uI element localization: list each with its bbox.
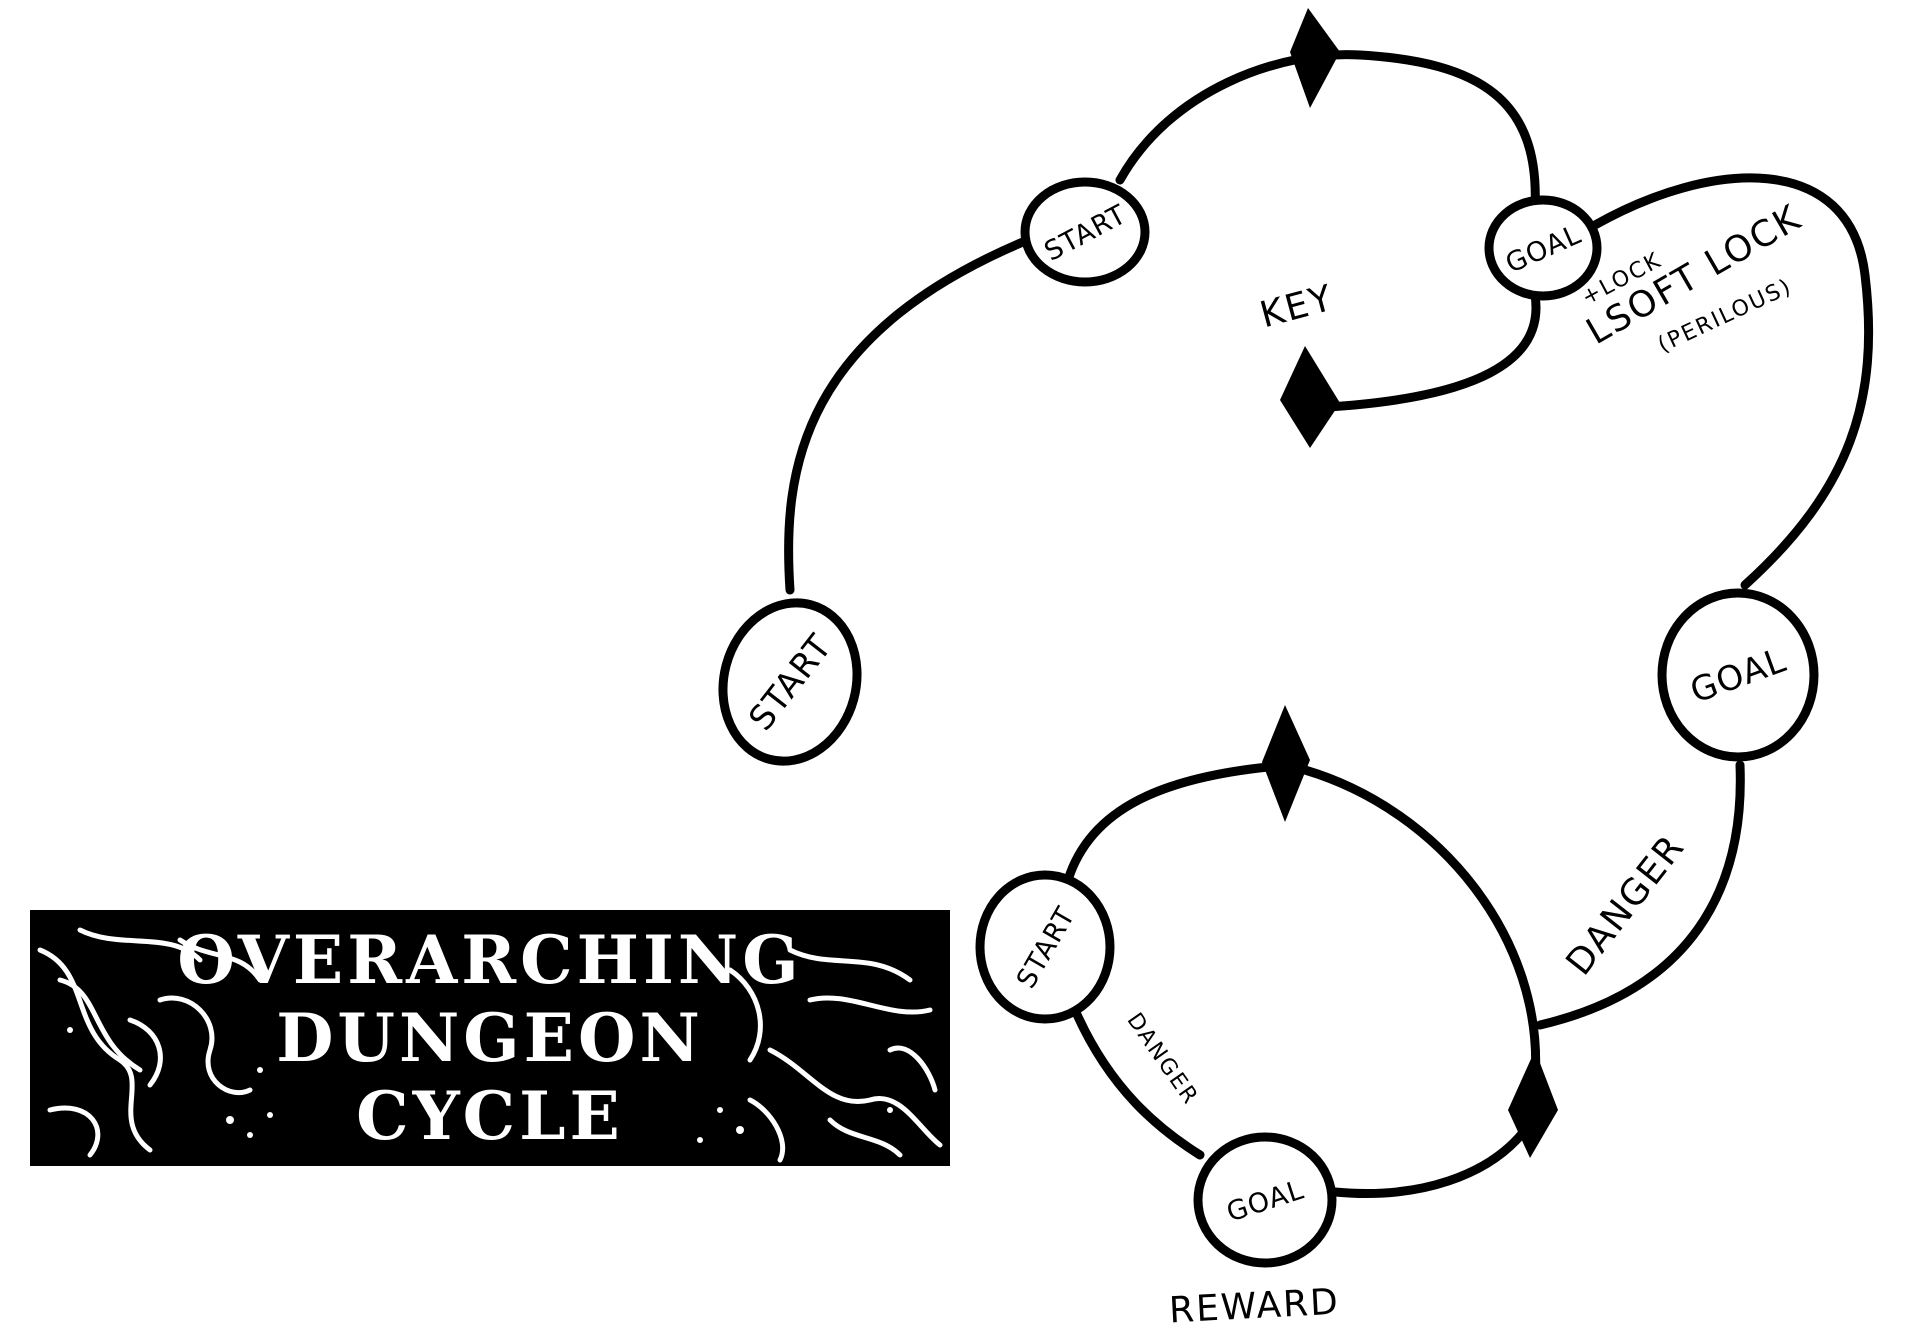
annotation-key: KEY — [1256, 277, 1338, 336]
diagram-node-start-a: START — [718, 598, 862, 766]
edge-goal-c-to-cycle-d — [1535, 760, 1745, 1030]
woodcut-decoration — [37, 927, 943, 1163]
edge-top-arc-to-right-marker — [1300, 765, 1541, 1085]
banner-title-line-1: OVERARCHING — [177, 921, 803, 999]
edge-goal-b-to-goal-c — [1590, 173, 1874, 590]
edge-right-marker-to-goal-d — [1330, 1125, 1530, 1198]
diagram-node-goal-c: GOAL — [1657, 588, 1819, 762]
edge-start-d-to-top-arc — [1063, 760, 1295, 885]
diagram-node-start-d: START — [975, 870, 1115, 1024]
diagram-node-goal-b: GOAL — [1484, 195, 1602, 301]
diamond-marker-lower — [1262, 705, 1310, 822]
edge-goal-b-to-key — [1305, 290, 1541, 413]
edge-start-b-to-goal-b-arc — [1115, 50, 1540, 213]
diamond-marker-top — [1290, 8, 1340, 108]
edge-start-d-to-goal-d-danger — [1070, 1005, 1205, 1160]
diamond-marker-key — [1280, 346, 1340, 448]
banner-title-line-2: DUNGEON — [276, 999, 704, 1077]
diagram-node-goal-d: GOAL — [1193, 1132, 1337, 1268]
title-banner: OVERARCHING DUNGEON CYCLE — [30, 910, 950, 1166]
banner-title: OVERARCHING DUNGEON CYCLE — [30, 910, 950, 1166]
annotation-reward: REWARD — [1168, 1282, 1341, 1332]
edge-start-a-to-start-b — [784, 230, 1045, 595]
banner-title-line-3: CYCLE — [356, 1077, 624, 1155]
diamond-marker-right — [1508, 1050, 1558, 1158]
diagram-node-start-b: START — [1020, 177, 1150, 287]
